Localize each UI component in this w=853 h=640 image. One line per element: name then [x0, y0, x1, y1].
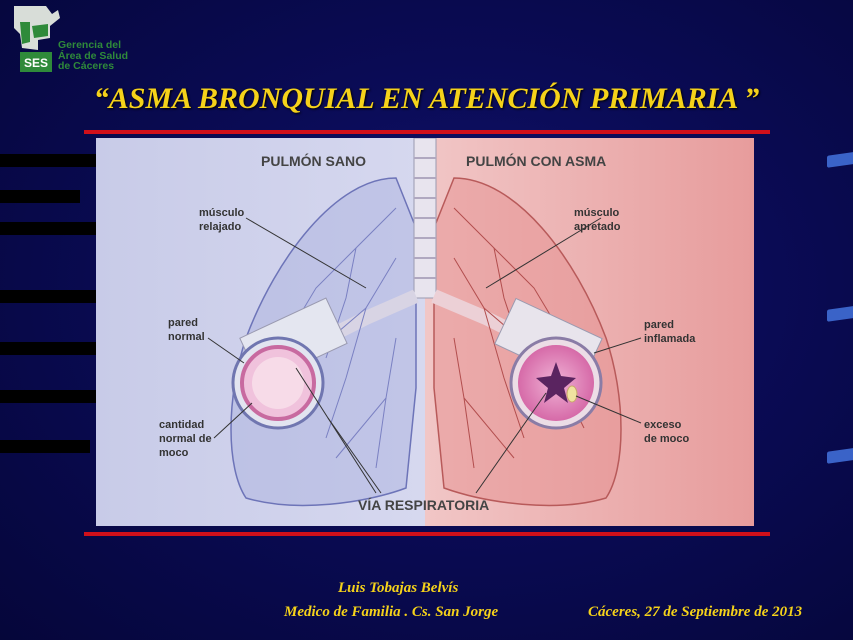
author-role: Medico de Familia . Cs. San Jorge	[284, 604, 499, 620]
bg-stripe	[0, 440, 90, 453]
label-normal-wall: normal	[168, 331, 205, 343]
logo-abbr: SES	[24, 56, 48, 70]
label-relaxed-muscle: relajado	[199, 221, 241, 233]
label-relaxed-muscle: músculo	[199, 207, 245, 219]
place-date: Cáceres, 27 de Septiembre de 2013	[588, 604, 803, 620]
bg-stripe	[0, 390, 98, 403]
label-normal-mucus: moco	[159, 447, 189, 459]
label-normal-wall: pared	[168, 317, 198, 329]
side-tab	[827, 448, 853, 464]
org-name: Gerencia del Área de Salud de Cáceres	[58, 40, 128, 72]
label-excess-mucus: exceso	[644, 419, 682, 431]
bottom-rule	[84, 532, 770, 536]
org-line: de Cáceres	[58, 60, 115, 72]
side-tab	[827, 152, 853, 168]
author-name: Luis Tobajas Belvís	[338, 580, 459, 596]
org-line: Gerencia del	[58, 39, 122, 51]
bg-stripe	[0, 290, 96, 303]
label-tight-muscle: músculo	[574, 207, 620, 219]
bg-stripe	[0, 222, 98, 235]
bg-stripe	[0, 154, 100, 167]
bg-stripe	[0, 190, 80, 203]
side-tab	[827, 306, 853, 322]
label-tight-muscle: apretado	[574, 221, 621, 233]
title-rule	[84, 130, 770, 134]
label-excess-mucus: de moco	[644, 433, 690, 445]
ses-logo: SES	[14, 6, 60, 72]
org-line: Área de Salud	[58, 49, 129, 62]
label-airway: VÍA RESPIRATORIA	[358, 497, 489, 513]
asthma-lung-heading: PULMÓN CON ASMA	[466, 152, 606, 169]
lung-diagram: PULMÓN SANO PULMÓN CON ASMA músculo rela…	[96, 138, 754, 526]
healthy-lung-heading: PULMÓN SANO	[261, 152, 366, 169]
label-inflamed-wall: inflamada	[644, 333, 696, 345]
label-normal-mucus: cantidad	[159, 419, 204, 431]
bg-stripe	[0, 342, 96, 355]
label-inflamed-wall: pared	[644, 319, 674, 331]
slide-title: “ASMA BRONQUIAL EN ATENCIÓN PRIMARIA ”	[93, 82, 760, 115]
label-normal-mucus: normal de	[159, 433, 212, 445]
